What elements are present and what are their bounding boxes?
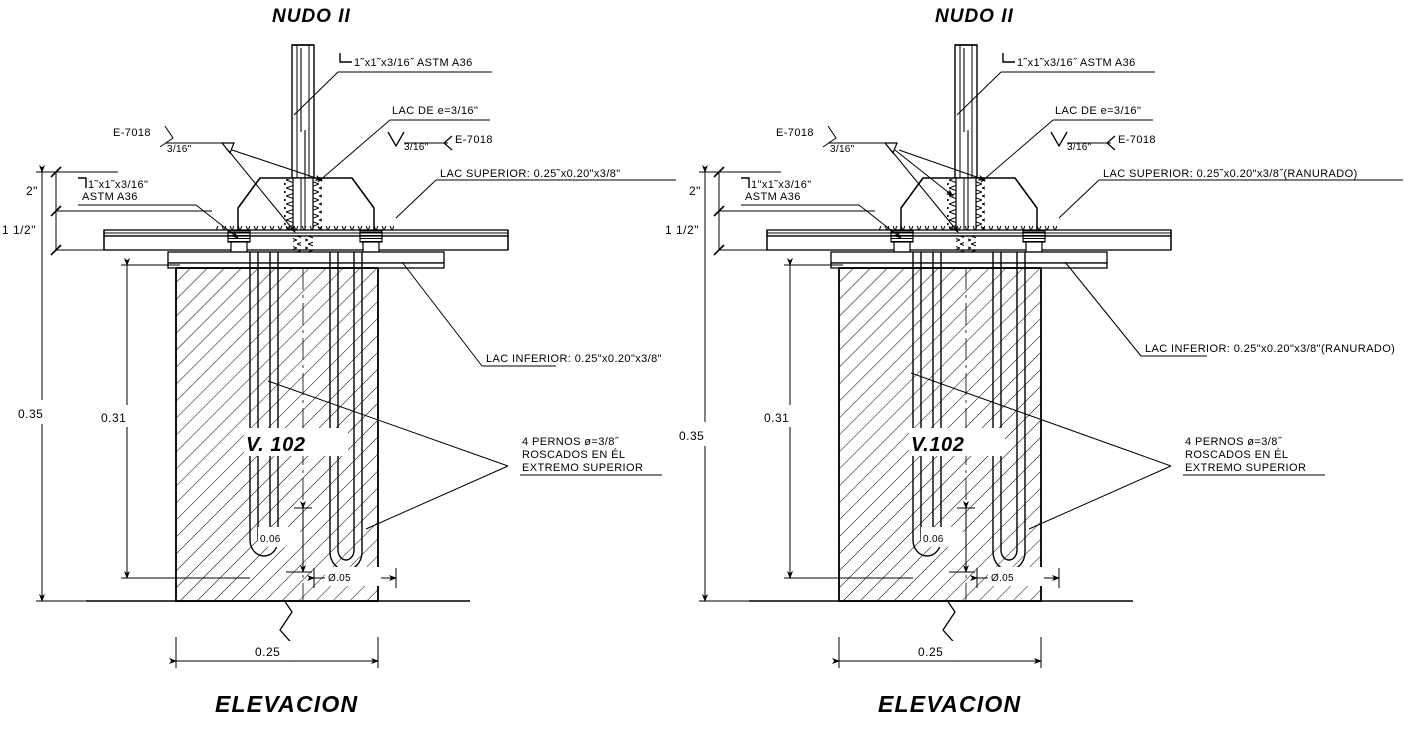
left-ann-lac-inferior-label: LAC INFERIOR: 0.25"x0.20"x3/8" (486, 353, 662, 365)
left-dim-0-25: 0.25 (169, 637, 379, 668)
left-ann-weld-leg-left: 3/16" (167, 144, 192, 155)
left-ann-lac-superior-label: LAC SUPERIOR: 0.25˜x0.20"x3/8" (440, 168, 621, 180)
left-ann-angle-left: 1˜x1˜x3/16" ASTM A36 (78, 177, 239, 239)
right-ann-angle-top: 1˜x1˜x3/16˝ ASTM A36 (956, 53, 1155, 116)
right-ann-pernos: 4 PERNOS ø=3/8˝ ROSCADOS EN ÉL EXTREMO S… (910, 372, 1325, 530)
left-dim-0-31: 0.31 (99, 258, 250, 579)
left-ann-electrode-left: E-7018 3/16" (113, 125, 323, 233)
right-lac-inferior-plate (830, 251, 1108, 269)
right-elevation-view: NUDO II (665, 6, 1403, 717)
right-ann-electrode-left-label: E-7018 (776, 127, 814, 139)
right-block-label-text: V.102 (911, 434, 964, 456)
right-dim-plate-gaps: 2" 1 1/2" (665, 166, 875, 256)
left-caption-elevacion: ELEVACION (215, 691, 358, 717)
left-block-label-text: V. 102 (246, 434, 306, 456)
right-ann-electrode-left: E-7018 3/16" (776, 125, 986, 233)
right-dim-0-35-label: 0.35 (679, 429, 704, 443)
left-lac-inferior-plate (167, 251, 445, 269)
right-dim-0-25-label: 0.25 (918, 645, 943, 659)
left-dim-0-25-label: 0.25 (255, 645, 280, 659)
left-ann-weld-symbol: 3/16" E-7018 (387, 131, 493, 153)
right-ann-angle-top-label: 1˜x1˜x3/16˝ ASTM A36 (1017, 57, 1136, 69)
left-dim-0-06-label: 0.06 (260, 534, 281, 545)
left-dim-plate-gaps: 2" 1 1/2" (2, 166, 212, 256)
right-ann-pernos-l1: 4 PERNOS ø=3/8˝ (1185, 436, 1283, 448)
right-ann-lac-de-label: LAC DE e=3/16" (1055, 105, 1141, 117)
right-ann-lac-de: LAC DE e=3/16" (980, 105, 1153, 183)
left-ann-lac-inferior: LAC INFERIOR: 0.25"x0.20"x3/8" (401, 261, 662, 367)
left-dim-0-35: 0.35 (14, 165, 118, 602)
left-ann-lac-de: LAC DE e=3/16" (317, 105, 490, 183)
right-ann-weld-symbol: 3/16" E-7018 (1050, 131, 1156, 153)
right-dim-0-31: 0.31 (762, 258, 913, 579)
right-bolt-nut-right (1022, 230, 1046, 253)
left-dim-0-05: Ø.05 (307, 567, 397, 588)
right-dim-0-25: 0.25 (832, 637, 1042, 668)
right-dim-0-05-label: Ø.05 (991, 573, 1014, 584)
left-column-member (291, 44, 315, 182)
right-ann-pernos-l2: ROSCADOS EN ÉL (1185, 448, 1288, 461)
right-dim-0-06-label: 0.06 (923, 534, 944, 545)
right-ann-angle-left-l1: 1"x1˜x3/16" (751, 179, 812, 191)
left-block-label: V. 102 (244, 428, 348, 456)
right-ann-pernos-l3: EXTREMO SUPERIOR (1185, 462, 1306, 474)
right-bolt-nut-left (890, 230, 914, 253)
left-ann-angle-top: 1˜x1˜x3/16˝ ASTM A36 (293, 53, 492, 116)
right-ann-weld-size: 3/16" (1067, 142, 1092, 153)
right-dim-0-06: 0.06 (921, 501, 975, 573)
right-dim-2in-label: 2" (689, 184, 701, 198)
left-ann-angle-left-l1: 1˜x1˜x3/16" (88, 179, 148, 191)
right-block-label: V.102 (909, 428, 1005, 456)
left-dim-0-06: 0.06 (258, 501, 312, 573)
left-bolt-nut-left (227, 230, 251, 253)
right-dim-0-31-label: 0.31 (764, 411, 789, 425)
left-ann-angle-left-l2: ASTM A36 (82, 191, 138, 203)
left-ann-weld-size: 3/16" (404, 142, 429, 153)
right-dim-0-05: Ø.05 (970, 567, 1060, 588)
left-ann-pernos-l1: 4 PERNOS ø=3/8˝ (522, 436, 620, 448)
left-dim-1half-label: 1 1/2" (2, 223, 36, 237)
left-ann-electrode-left-label: E-7018 (113, 127, 151, 139)
right-dim-1half-label: 1 1/2" (665, 223, 699, 237)
left-dim-0-05-label: Ø.05 (328, 573, 351, 584)
left-ann-pernos-l2: ROSCADOS EN ÉL (522, 448, 625, 461)
left-elevation-view: NUDO II (2, 6, 676, 717)
left-dim-0-31-label: 0.31 (101, 411, 126, 425)
left-ann-pernos: 4 PERNOS ø=3/8˝ ROSCADOS EN ÉL EXTREMO S… (267, 380, 662, 530)
left-dim-0-35-label: 0.35 (18, 407, 43, 421)
left-ann-lac-de-label: LAC DE e=3/16" (392, 105, 478, 117)
left-ann-pernos-l3: EXTREMO SUPERIOR (522, 462, 643, 474)
right-ann-lac-inferior-label: LAC INFERIOR: 0.25"x0.20"x3/8"(RANURADO) (1145, 343, 1395, 355)
right-ann-lac-superior-label: LAC SUPERIOR: 0.25˜x0.20"x3/8˝(RANURADO) (1103, 168, 1358, 180)
right-title-nudo: NUDO II (935, 6, 1014, 27)
right-ann-lac-superior: LAC SUPERIOR: 0.25˜x0.20"x3/8˝(RANURADO) (1058, 168, 1403, 219)
left-title-nudo: NUDO II (272, 6, 351, 27)
left-cap-plate-assembly (237, 177, 375, 237)
left-bolt-nut-right (359, 230, 383, 253)
right-dim-0-35: 0.35 (677, 165, 781, 602)
right-ann-angle-left-l2: ASTM A36 (745, 191, 801, 203)
right-caption-elevacion: ELEVACION (878, 691, 1021, 717)
left-ann-lac-superior: LAC SUPERIOR: 0.25˜x0.20"x3/8" (395, 168, 676, 219)
left-ann-angle-top-label: 1˜x1˜x3/16˝ ASTM A36 (354, 57, 473, 69)
right-ann-angle-left: 1"x1˜x3/16" ASTM A36 (741, 177, 902, 239)
left-ann-weld-electrode: E-7018 (455, 134, 493, 146)
left-dim-2in-label: 2" (26, 184, 38, 198)
right-ann-weld-leg-left: 3/16" (830, 144, 855, 155)
right-ann-lac-inferior: LAC INFERIOR: 0.25"x0.20"x3/8"(RANURADO) (1064, 261, 1395, 357)
right-ann-weld-electrode: E-7018 (1118, 134, 1156, 146)
